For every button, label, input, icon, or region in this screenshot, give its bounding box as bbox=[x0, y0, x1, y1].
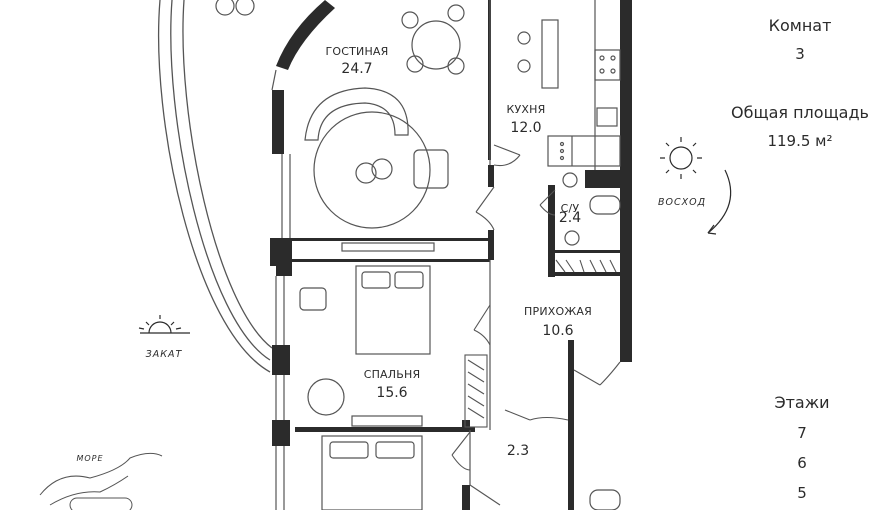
dining-set bbox=[401, 4, 465, 75]
rooms-value: 3 bbox=[795, 45, 805, 63]
terrace bbox=[157, 0, 273, 373]
floor-option-6[interactable]: 6 bbox=[797, 454, 807, 472]
room-area-bedroom: 15.6 bbox=[376, 385, 407, 401]
room-name-living: ГОСТИНАЯ bbox=[325, 45, 388, 58]
kitchen-furniture bbox=[517, 19, 621, 167]
floors-selector: Этажи 7 6 5 bbox=[740, 393, 864, 502]
sea-waves-icon bbox=[39, 452, 163, 510]
bedroom-furniture bbox=[299, 265, 431, 510]
sunset-sun-icon bbox=[138, 315, 190, 334]
doors bbox=[451, 144, 621, 506]
room-area-kitchen: 12.0 bbox=[510, 120, 541, 136]
thin-walls bbox=[271, 0, 596, 510]
wardrobes bbox=[464, 259, 617, 428]
bathroom-fixtures bbox=[562, 172, 621, 510]
floor-option-5[interactable]: 5 bbox=[797, 484, 807, 502]
room-area-hallway: 10.6 bbox=[542, 323, 573, 339]
area-value: 119.5 м² bbox=[767, 132, 833, 150]
room-name-kitchen: КУХНЯ bbox=[507, 103, 546, 116]
sofa-and-rug bbox=[304, 87, 449, 252]
room-area-small: 2.3 bbox=[507, 443, 529, 459]
room-area-living: 24.7 bbox=[341, 61, 372, 77]
sunset-label: ЗАКАТ bbox=[146, 349, 183, 360]
walls bbox=[270, 0, 632, 510]
terrace-chairs bbox=[215, 0, 255, 16]
area-label: Общая площадь bbox=[731, 103, 869, 122]
room-name-bedroom: СПАЛЬНЯ bbox=[364, 368, 421, 381]
rooms-summary: Комнат 3 bbox=[720, 16, 880, 63]
room-name-hallway: ПРИХОЖАЯ bbox=[524, 305, 592, 318]
floors-label: Этажи bbox=[774, 393, 830, 412]
floor-option-7[interactable]: 7 bbox=[797, 424, 807, 442]
room-area-bathroom: 2.4 bbox=[559, 210, 581, 226]
rooms-label: Комнат bbox=[768, 16, 832, 35]
area-summary: Общая площадь 119.5 м² bbox=[720, 103, 880, 150]
sunrise-label: ВОСХОД bbox=[658, 197, 706, 208]
sea-label: МОРЕ bbox=[76, 454, 103, 463]
sunrise-sun-icon bbox=[660, 137, 732, 235]
room-name-bathroom: С/У bbox=[561, 202, 580, 215]
